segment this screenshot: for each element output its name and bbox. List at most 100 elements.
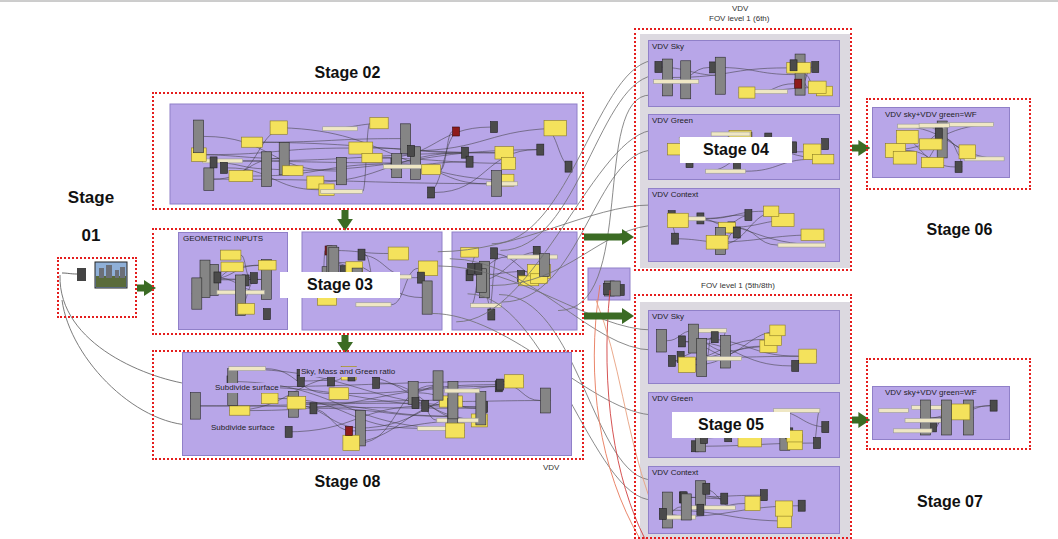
component-group: VDV Context bbox=[648, 188, 840, 262]
component-set bbox=[654, 54, 833, 99]
wire bbox=[435, 150, 537, 193]
wire bbox=[607, 290, 645, 539]
component-set bbox=[191, 118, 572, 198]
component bbox=[210, 157, 217, 168]
flow-arrow bbox=[342, 210, 349, 221]
stage-label: Stage 03 bbox=[280, 272, 400, 298]
component bbox=[776, 501, 793, 516]
component bbox=[220, 162, 227, 173]
component bbox=[491, 248, 498, 259]
stage-region: GEOMETRIC INPUTS Stage 03 bbox=[152, 228, 584, 335]
group-title: VDV Green bbox=[651, 116, 694, 126]
component bbox=[935, 128, 942, 139]
stage-label: Stage 02 bbox=[280, 60, 415, 86]
component bbox=[790, 60, 797, 71]
component-set bbox=[667, 206, 825, 254]
component bbox=[947, 123, 993, 127]
component bbox=[282, 166, 303, 175]
group-title: VDV sky+VDV green=WF bbox=[884, 110, 978, 120]
stage-region: VDV SkyVDV GreenVDV ContextStage 04 bbox=[634, 28, 852, 271]
component bbox=[230, 406, 250, 415]
stage-region: Stage 02 bbox=[152, 92, 584, 210]
stage-label: Stage 06 bbox=[897, 217, 1022, 243]
component bbox=[221, 250, 241, 260]
flow-arrow bbox=[584, 313, 624, 320]
component bbox=[445, 389, 480, 393]
component bbox=[733, 227, 740, 238]
group-backdrop bbox=[640, 302, 850, 539]
component bbox=[715, 57, 725, 94]
wire bbox=[349, 385, 497, 394]
component bbox=[448, 382, 458, 419]
component bbox=[795, 79, 802, 88]
component bbox=[453, 127, 460, 136]
component bbox=[663, 59, 673, 96]
component bbox=[349, 142, 373, 154]
component-set bbox=[879, 400, 997, 435]
wire bbox=[362, 158, 516, 164]
component bbox=[229, 170, 253, 181]
component bbox=[250, 273, 257, 284]
scene-building bbox=[120, 267, 125, 278]
component bbox=[343, 435, 359, 450]
component bbox=[893, 429, 932, 433]
component bbox=[194, 120, 204, 153]
component bbox=[703, 483, 710, 494]
scene-image bbox=[95, 262, 127, 288]
group-title: VDV sky+VDV green=WF bbox=[884, 388, 978, 398]
stage-region: Stage 01 bbox=[57, 257, 137, 318]
component bbox=[897, 130, 919, 143]
component bbox=[655, 61, 662, 72]
wire bbox=[250, 386, 495, 410]
stage-label: Stage 01 bbox=[62, 178, 120, 256]
wire bbox=[227, 168, 318, 190]
component bbox=[706, 169, 746, 173]
component bbox=[657, 329, 667, 352]
wire bbox=[60, 275, 195, 385]
component bbox=[297, 375, 304, 386]
component-set bbox=[192, 250, 276, 320]
component bbox=[238, 304, 255, 315]
component-canvas bbox=[179, 233, 287, 329]
component-set bbox=[659, 481, 805, 528]
component bbox=[678, 336, 685, 347]
group-title: GEOMETRIC INPUTS bbox=[182, 234, 264, 244]
component bbox=[262, 152, 272, 187]
wire bbox=[678, 341, 741, 358]
component bbox=[263, 309, 270, 320]
wire bbox=[704, 215, 745, 218]
component-set bbox=[190, 366, 550, 450]
scene-building bbox=[99, 268, 104, 278]
component bbox=[667, 213, 688, 227]
component-group: Subdivide surfaceSubdivide surfaceSky, M… bbox=[182, 352, 572, 456]
group-title: Sky, Mass and Green ratio bbox=[300, 367, 396, 377]
component bbox=[475, 263, 482, 274]
component bbox=[270, 121, 287, 134]
component bbox=[428, 187, 435, 198]
annotation: FOV level 1 (6th) bbox=[708, 14, 770, 24]
component bbox=[259, 260, 276, 270]
stage-region: Subdivide surfaceSubdivide surfaceSky, M… bbox=[152, 350, 584, 460]
wire bbox=[558, 95, 651, 311]
group-title: VDV Context bbox=[651, 190, 699, 200]
component-group: VDV Sky bbox=[648, 40, 840, 107]
component bbox=[370, 118, 388, 129]
component bbox=[358, 249, 365, 260]
annotation: VDV bbox=[542, 463, 560, 473]
component bbox=[388, 247, 408, 260]
group-title: VDV Sky bbox=[651, 312, 685, 322]
group-title: Subdivide surface bbox=[210, 423, 276, 433]
scene-building bbox=[115, 270, 119, 278]
component-group bbox=[452, 232, 577, 330]
component bbox=[770, 325, 785, 336]
component bbox=[422, 165, 441, 175]
component bbox=[537, 144, 544, 155]
component bbox=[422, 281, 432, 314]
wire bbox=[62, 273, 77, 274]
wire-set bbox=[192, 255, 276, 309]
wire bbox=[206, 148, 349, 155]
scene-building bbox=[106, 265, 112, 278]
scene-icon bbox=[62, 262, 127, 288]
component bbox=[721, 493, 728, 504]
wire-set bbox=[190, 369, 550, 443]
